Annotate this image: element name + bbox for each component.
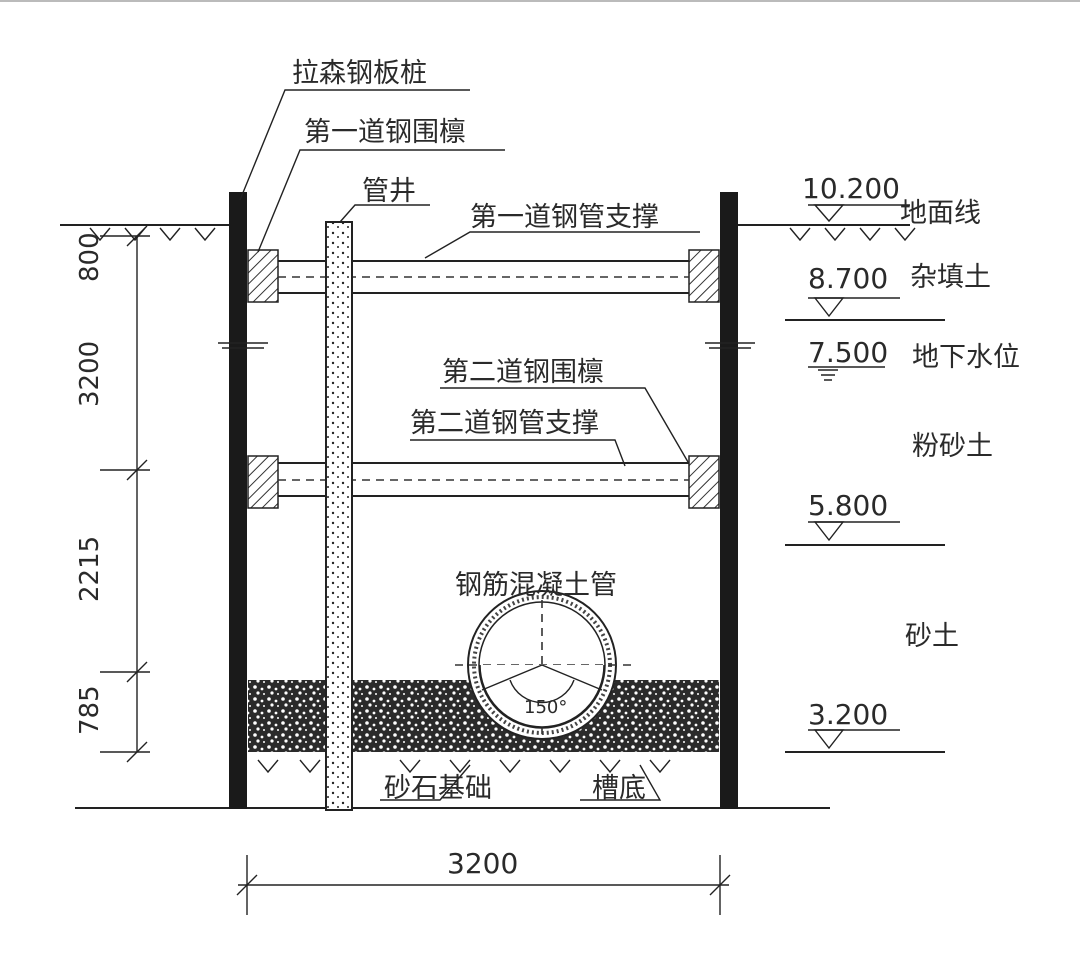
rc-pipe [455, 590, 635, 750]
label-silt: 粉砂土 [912, 431, 993, 462]
label-strut-1: 第一道钢管支撑 [470, 202, 659, 233]
width-dimension [236, 855, 731, 915]
dim-3200-vertical: 3200 [75, 341, 105, 407]
label-angle: 150° [524, 697, 567, 718]
waling-1-right [688, 249, 720, 303]
dim-800: 800 [75, 232, 105, 282]
label-well: 管井 [362, 176, 416, 207]
vertical-dimension [100, 225, 150, 763]
leader-lines [239, 89, 700, 801]
label-ground: 地面线 [900, 198, 981, 229]
dim-785: 785 [75, 685, 105, 735]
label-strut-2: 第二道钢管支撑 [410, 408, 599, 439]
sheet-pile-left [229, 192, 247, 809]
label-sand: 砂土 [905, 621, 959, 652]
waling-2-left [247, 455, 279, 509]
dim-2215: 2215 [75, 536, 105, 602]
label-water: 地下水位 [912, 342, 1020, 373]
elev-ground: 10.200 [802, 172, 900, 205]
label-sheet-pile: 拉森钢板桩 [292, 58, 427, 89]
label-gravel-base: 砂石基础 [384, 773, 492, 804]
elev-water: 7.500 [808, 336, 888, 369]
sheet-pile-right [720, 192, 738, 809]
elev-320: 3.200 [808, 698, 888, 731]
label-rc-pipe: 钢筋混凝土管 [455, 570, 617, 601]
dim-width: 3200 [447, 847, 518, 880]
elev-fill: 8.700 [808, 262, 888, 295]
label-fill: 杂填土 [910, 262, 991, 293]
label-trench-bottom: 槽底 [592, 773, 646, 804]
label-waling-1: 第一道钢围檩 [304, 117, 466, 148]
waling-2-right [688, 455, 720, 509]
ground-surface [60, 224, 916, 242]
pipe-well [325, 221, 353, 811]
waling-1-left [247, 249, 279, 303]
elev-580: 5.800 [808, 489, 888, 522]
elevation-markers [785, 204, 945, 753]
label-waling-2: 第二道钢围檩 [442, 357, 604, 388]
